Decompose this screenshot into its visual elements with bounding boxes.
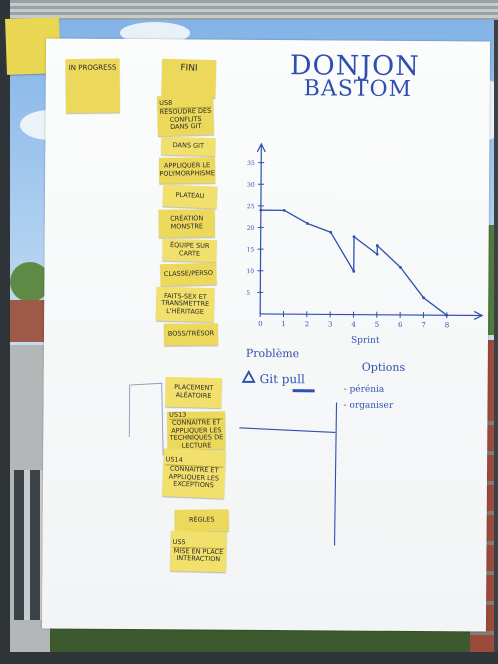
burndown-point (445, 313, 449, 317)
x-tick-label: 2 (305, 320, 310, 328)
x-tick-label: 3 (328, 320, 333, 328)
x-axis-label: Sprint (351, 336, 380, 346)
x-tick-label: 7 (421, 321, 426, 329)
y-tick-label: 20 (247, 225, 255, 232)
burndown-point (352, 269, 356, 273)
y-axis (259, 143, 262, 314)
y-tick-label: 30 (247, 182, 255, 189)
burndown-point (422, 296, 425, 300)
burndown-point (375, 252, 379, 256)
burndown-point (329, 230, 333, 234)
window-frame (0, 0, 10, 664)
burndown-point (375, 244, 379, 247)
x-tick-label: 4 (351, 321, 356, 329)
x-axis-arrow (473, 310, 484, 320)
y-tick-label: 25 (247, 203, 255, 210)
burndown-point (282, 208, 286, 212)
y-tick-label: 10 (246, 268, 254, 275)
x-tick-label: 8 (445, 321, 450, 329)
burndown-point (399, 265, 402, 269)
y-tick-label: 5 (246, 290, 250, 297)
problem-table-lines (128, 382, 338, 546)
burndown-point (352, 235, 356, 239)
window-blinds (0, 0, 498, 20)
x-tick-label: 1 (281, 320, 286, 328)
y-tick-label: 15 (247, 246, 255, 253)
x-tick-label: 5 (375, 321, 380, 329)
x-axis (260, 313, 483, 317)
window-frame (494, 20, 498, 664)
x-tick-label: 0 (258, 320, 263, 328)
y-tick-label: 35 (247, 160, 255, 167)
window-frame (0, 652, 498, 664)
burndown-point (306, 222, 309, 225)
burndown-point (259, 208, 263, 212)
y-axis-arrow (256, 142, 266, 153)
building-left-roof (10, 300, 48, 342)
x-tick-label: 6 (398, 321, 403, 329)
